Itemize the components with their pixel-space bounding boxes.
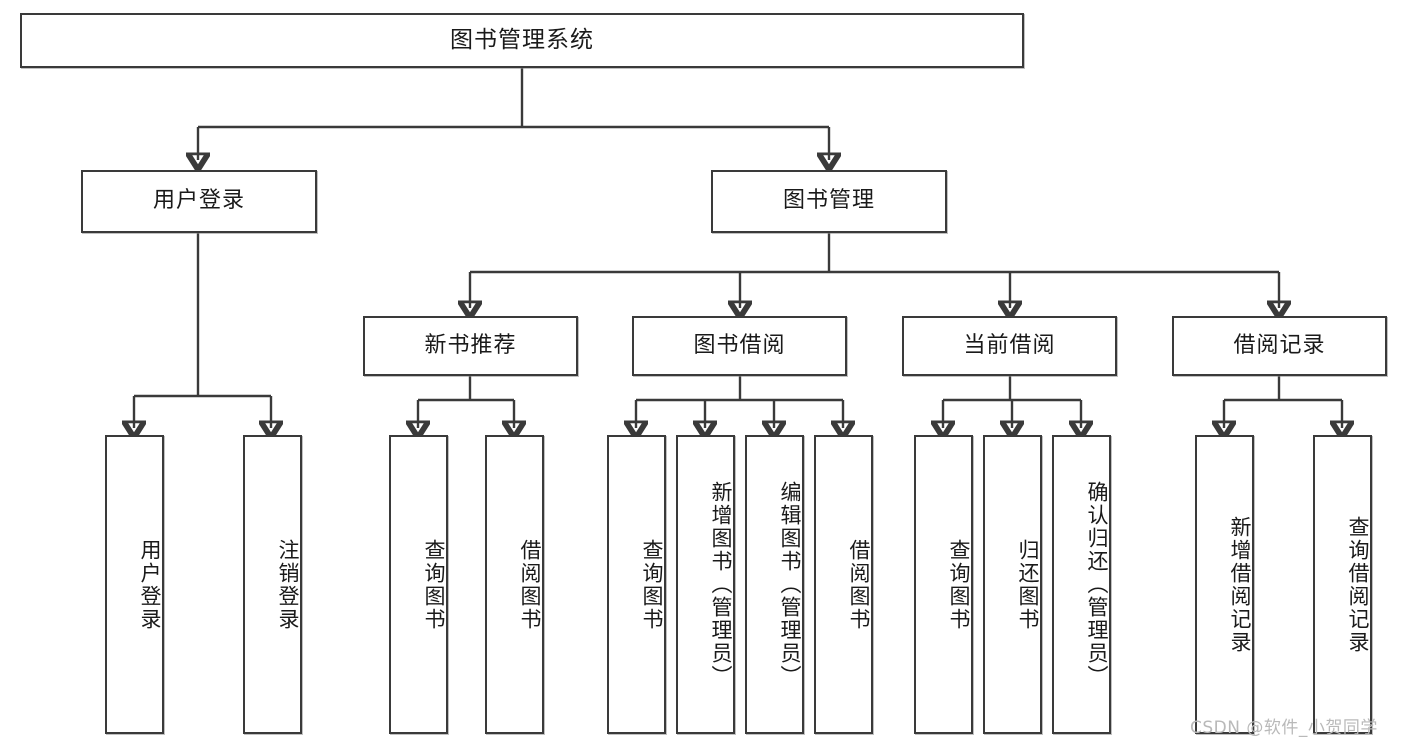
node-label: 借阅图书 (847, 538, 871, 631)
node-label: 新增借阅记录 (1228, 515, 1252, 654)
node-label: 确认归还（管理员） (1085, 481, 1109, 688)
node-label: 查询图书 (947, 538, 971, 631)
node-book-management[interactable]: 图书管理 (711, 170, 947, 233)
node-label: 新书推荐 (424, 332, 517, 358)
node-label: 用户登录 (152, 188, 245, 214)
node-label: 借阅图书 (518, 538, 542, 631)
node-new-book-recommend[interactable]: 新书推荐 (363, 316, 578, 376)
node-label: 用户登录 (138, 538, 162, 631)
node-leaf-return-book[interactable]: 归还图书 (983, 435, 1042, 734)
node-leaf-query-book-recommend[interactable]: 查询图书 (389, 435, 448, 734)
node-leaf-query-book-borrow[interactable]: 查询图书 (607, 435, 666, 734)
node-root-book-management-system[interactable]: 图书管理系统 (20, 13, 1024, 68)
node-leaf-confirm-return-admin[interactable]: 确认归还（管理员） (1052, 435, 1111, 734)
node-leaf-query-book-current[interactable]: 查询图书 (914, 435, 973, 734)
node-label: 新增图书（管理员） (709, 481, 733, 688)
node-leaf-user-login[interactable]: 用户登录 (105, 435, 164, 734)
node-label: 注销登录 (276, 538, 300, 631)
node-label: 编辑图书（管理员） (778, 481, 802, 688)
node-leaf-edit-book-admin[interactable]: 编辑图书（管理员） (745, 435, 804, 734)
node-user-login[interactable]: 用户登录 (81, 170, 317, 233)
node-leaf-logout-login[interactable]: 注销登录 (243, 435, 302, 734)
node-borrow-record[interactable]: 借阅记录 (1172, 316, 1387, 376)
node-leaf-add-borrow-record[interactable]: 新增借阅记录 (1195, 435, 1254, 734)
node-label: 图书管理 (782, 188, 875, 214)
node-label: 借阅记录 (1233, 332, 1326, 358)
node-label: 查询借阅记录 (1346, 515, 1370, 654)
node-label: 图书借阅 (693, 332, 786, 358)
node-label: 归还图书 (1016, 538, 1040, 631)
csdn-watermark: CSDN @软件_小贺同学 (1190, 718, 1378, 738)
node-leaf-borrow-book[interactable]: 借阅图书 (814, 435, 873, 734)
node-label: 当前借阅 (963, 332, 1056, 358)
node-book-borrow[interactable]: 图书借阅 (632, 316, 847, 376)
node-current-borrow[interactable]: 当前借阅 (902, 316, 1117, 376)
node-leaf-borrow-book-recommend[interactable]: 借阅图书 (485, 435, 544, 734)
node-label: 图书管理系统 (450, 26, 594, 53)
node-label: 查询图书 (640, 538, 664, 631)
node-leaf-add-book-admin[interactable]: 新增图书（管理员） (676, 435, 735, 734)
node-label: 查询图书 (422, 538, 446, 631)
node-leaf-query-borrow-record[interactable]: 查询借阅记录 (1313, 435, 1372, 734)
